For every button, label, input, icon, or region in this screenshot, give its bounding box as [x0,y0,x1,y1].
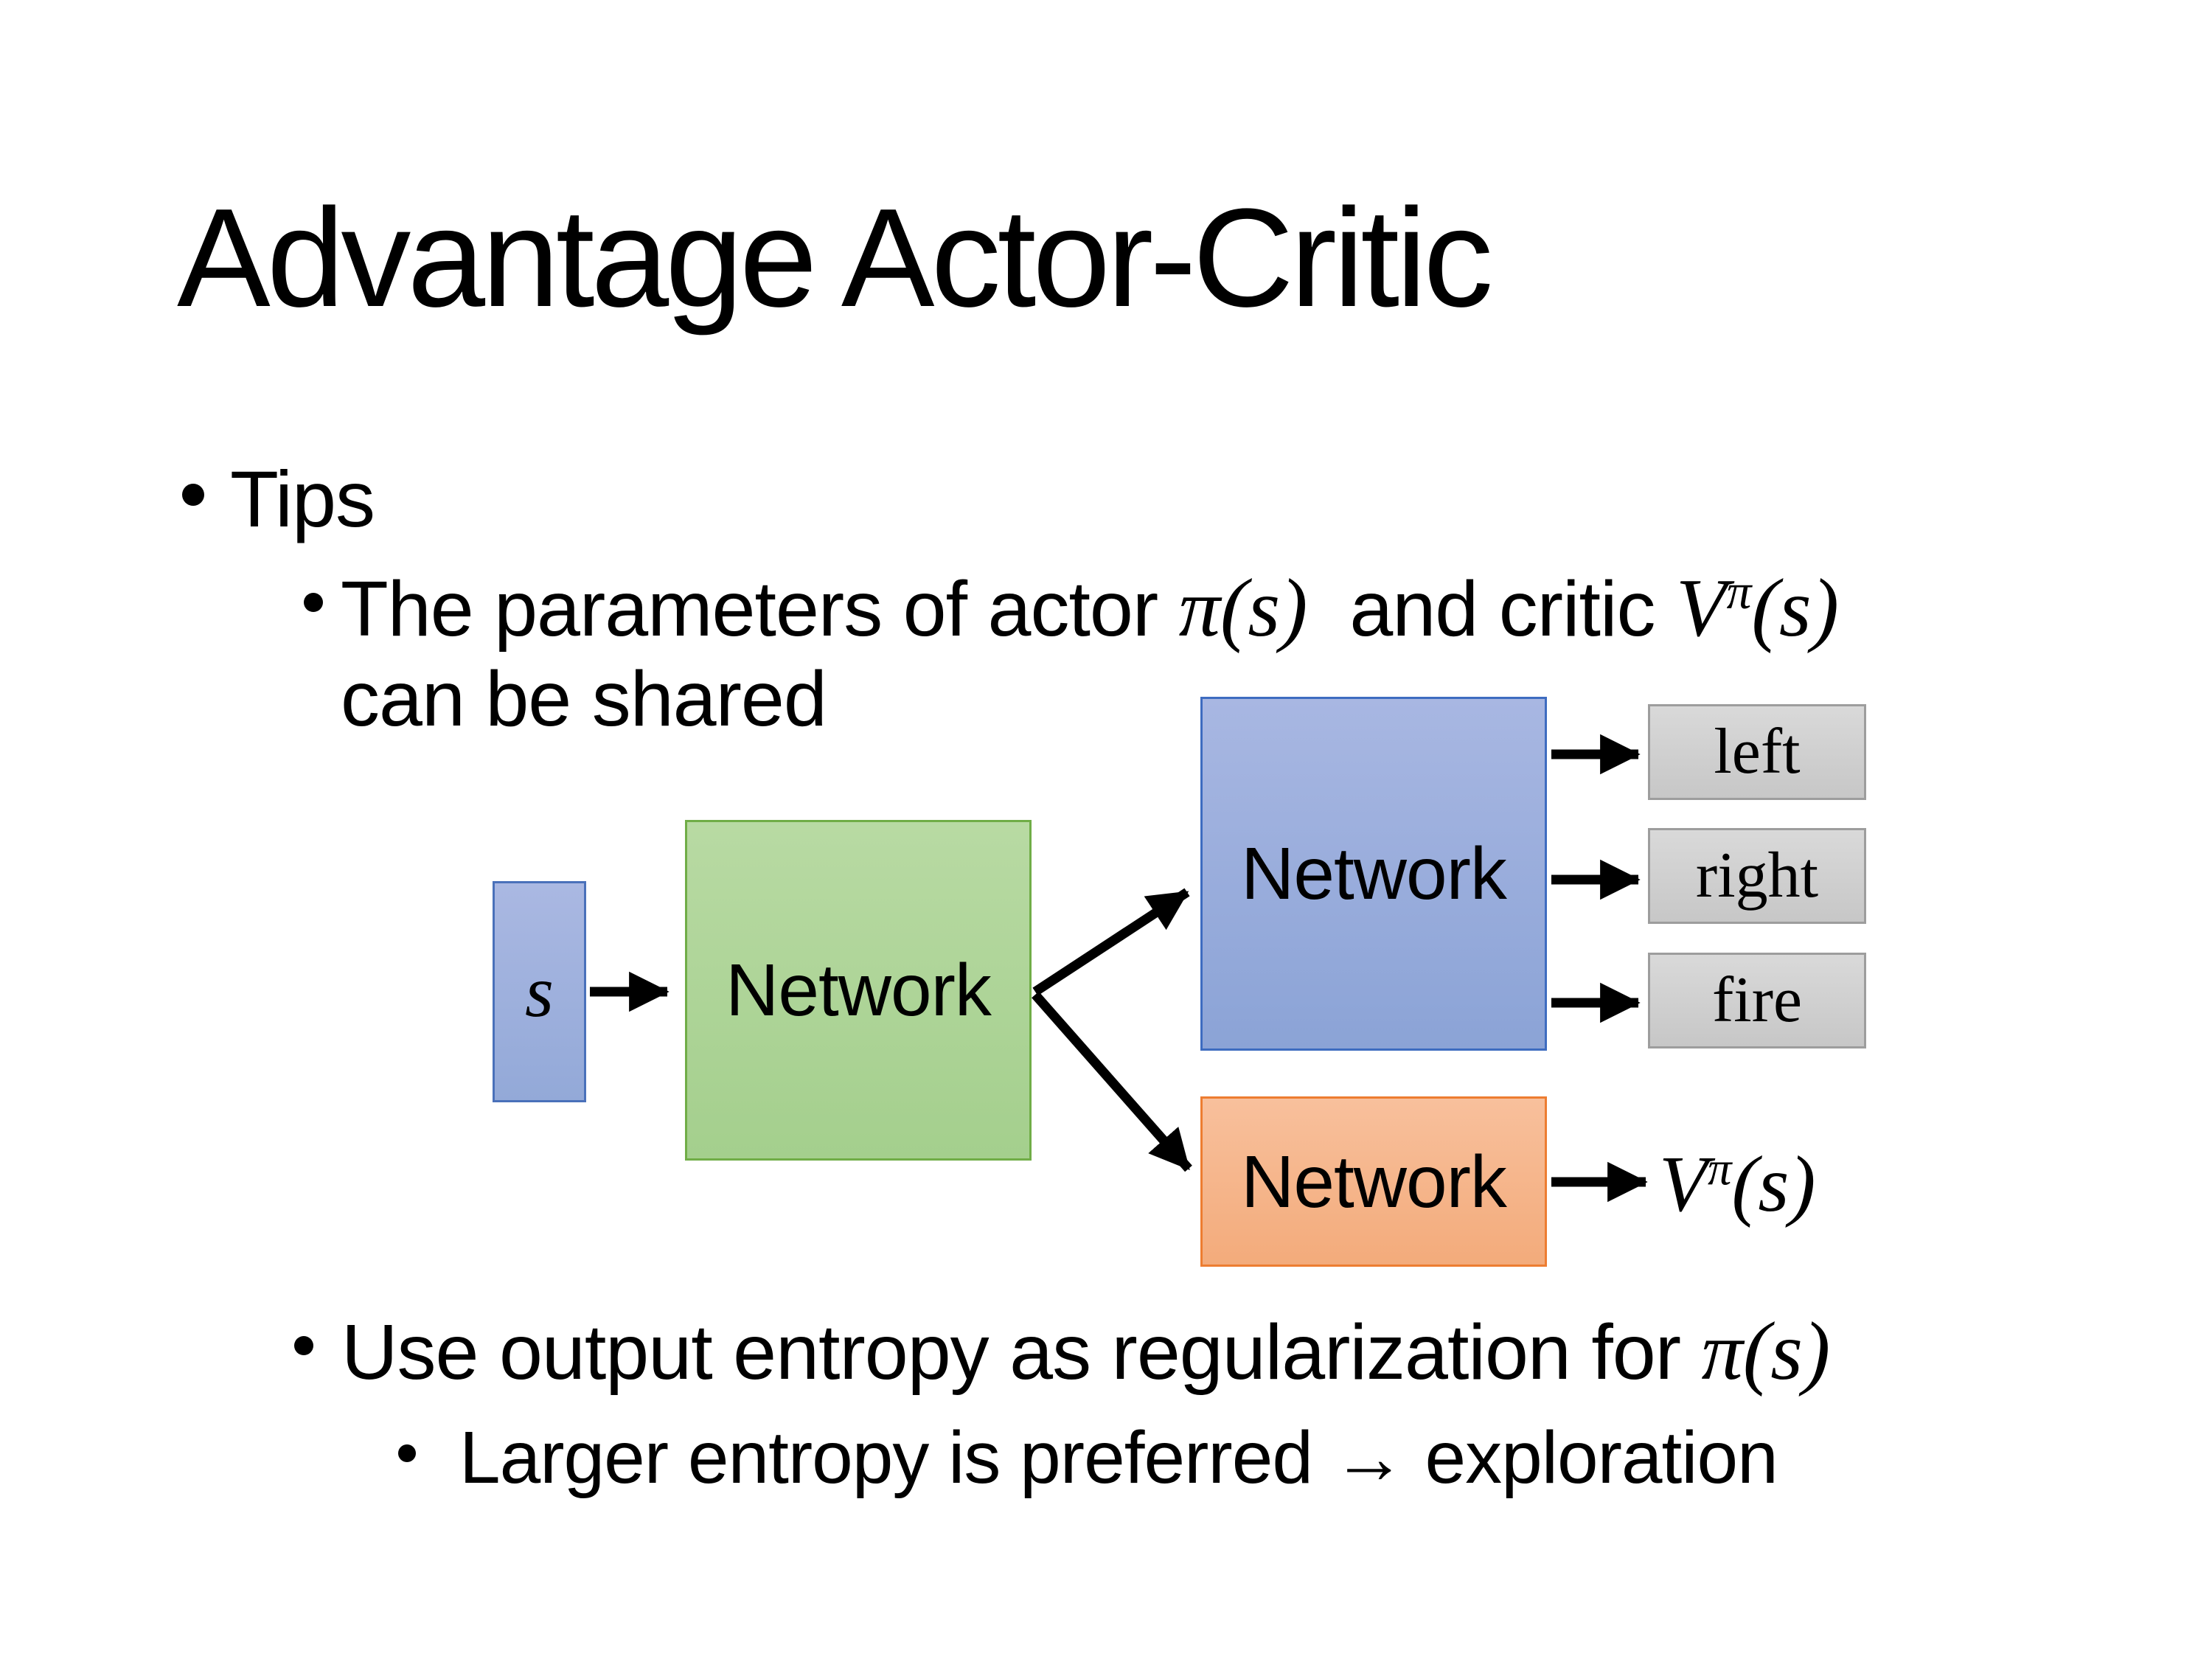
actor-pi-math: π(s) [1178,563,1308,655]
output-left-label: left [1714,716,1801,787]
params-text-pre: The parameters of actor [341,566,1179,653]
value-args: (s) [1731,1141,1816,1228]
state-box: s [493,881,586,1102]
critic-v-args: (s) [1751,563,1839,655]
params-text-mid: and critic [1307,566,1676,653]
critic-v-base: V [1676,563,1727,655]
output-right-label: right [1695,840,1819,911]
output-fire-box: fire [1648,953,1866,1048]
value-sup: π [1707,1142,1732,1196]
critic-network-label: Network [1241,1140,1507,1223]
bullet-params-text: The parameters of actor π(s) and critic … [341,567,1839,650]
critic-v-sup: π [1726,564,1752,619]
actor-network-box: Network [1200,697,1547,1051]
bullet-params-dot [304,593,323,612]
output-right-box: right [1648,828,1866,924]
bullet-larger-dot [398,1444,416,1462]
output-left-box: left [1648,704,1866,800]
entropy-text-pre: Use output entropy as regularization for [341,1309,1702,1396]
shared-network-box: Network [685,820,1032,1161]
state-label: s [525,950,554,1032]
page-title: Advantage Actor-Critic [177,180,1493,336]
entropy-pi-math: π(s) [1701,1306,1831,1397]
arrow-shared-to-actor [1032,888,1190,996]
actor-network-label: Network [1241,832,1507,915]
value-base: V [1659,1141,1708,1228]
bullet-larger-text: Larger entropy is preferred → exploratio… [459,1416,1778,1499]
bullet-entropy-text: Use output entropy as regularization for… [341,1310,1830,1393]
bullet-tips-dot [182,484,204,506]
output-fire-label: fire [1711,964,1803,1036]
bullet-params-wrap-text: can be shared [341,655,827,742]
critic-v-math: Vπ(s) [1676,563,1839,654]
arrow-shared-to-critic [1032,991,1192,1172]
bullet-tips-text: Tips [230,454,375,543]
value-output-label: Vπ(s) [1659,1139,1815,1231]
shared-network-label: Network [726,949,992,1032]
critic-network-box: Network [1200,1096,1547,1267]
bullet-entropy-dot [294,1336,313,1355]
